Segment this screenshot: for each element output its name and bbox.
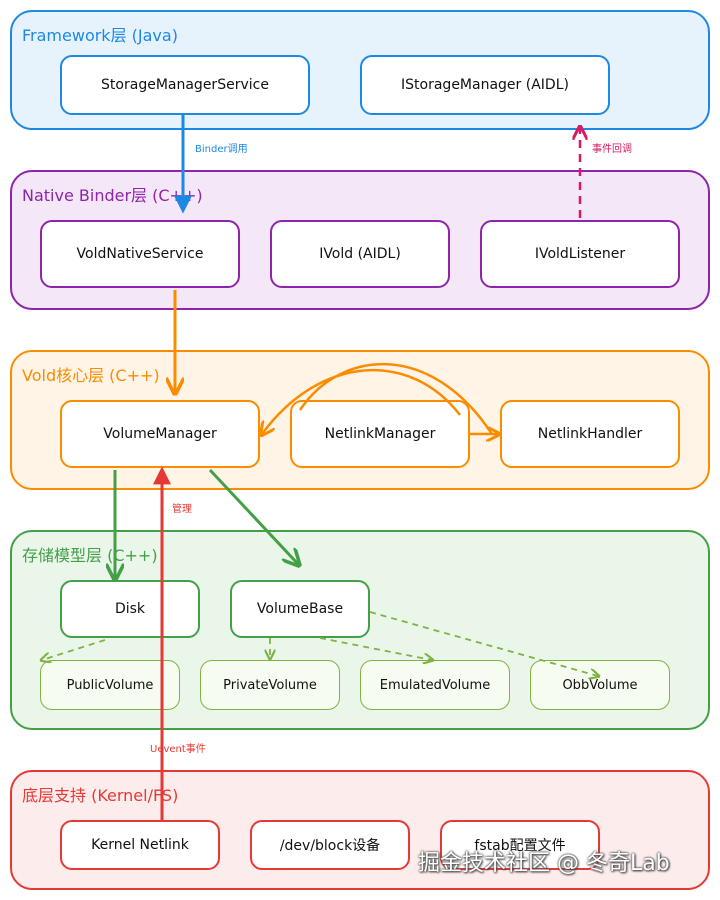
manage-label: 管理 bbox=[172, 504, 192, 515]
public-volume-node: PublicVolume bbox=[40, 660, 180, 710]
kernel-fs-layer-title: 底层支持 (Kernel/FS) bbox=[22, 786, 179, 805]
fstab-node: fstab配置文件 bbox=[440, 820, 600, 870]
ivold-node: IVold (AIDL) bbox=[270, 220, 450, 288]
vold-core-layer-title: Vold核心层 (C++) bbox=[22, 366, 160, 385]
kernel-netlink-node: Kernel Netlink bbox=[60, 820, 220, 870]
vold-native-service-node: VoldNativeService bbox=[40, 220, 240, 288]
private-volume-node: PrivateVolume bbox=[200, 660, 340, 710]
netlink-manager-node: NetlinkManager bbox=[290, 400, 470, 468]
uevent-label: Uevent事件 bbox=[150, 744, 206, 755]
dev-block-node: /dev/block设备 bbox=[250, 820, 410, 870]
storage-manager-service-node: StorageManagerService bbox=[60, 55, 310, 115]
obb-volume-node: ObbVolume bbox=[530, 660, 670, 710]
emulated-volume-node: EmulatedVolume bbox=[360, 660, 510, 710]
native-binder-layer-title: Native Binder层 (C++) bbox=[22, 186, 203, 205]
volume-base-node: VolumeBase bbox=[230, 580, 370, 638]
volume-manager-node: VolumeManager bbox=[60, 400, 260, 468]
storage-model-layer-title: 存储模型层 (C++) bbox=[22, 546, 158, 565]
framework-layer-title: Framework层 (Java) bbox=[22, 26, 178, 45]
event-callback-label: 事件回调 bbox=[592, 144, 632, 155]
netlink-handler-node: NetlinkHandler bbox=[500, 400, 680, 468]
istorage-manager-node: IStorageManager (AIDL) bbox=[360, 55, 610, 115]
watermark: 掘金技术社区 @ 冬奇Lab bbox=[418, 851, 670, 876]
ivold-listener-node: IVoldListener bbox=[480, 220, 680, 288]
disk-node: Disk bbox=[60, 580, 200, 638]
binder-call-label: Binder调用 bbox=[195, 144, 248, 155]
